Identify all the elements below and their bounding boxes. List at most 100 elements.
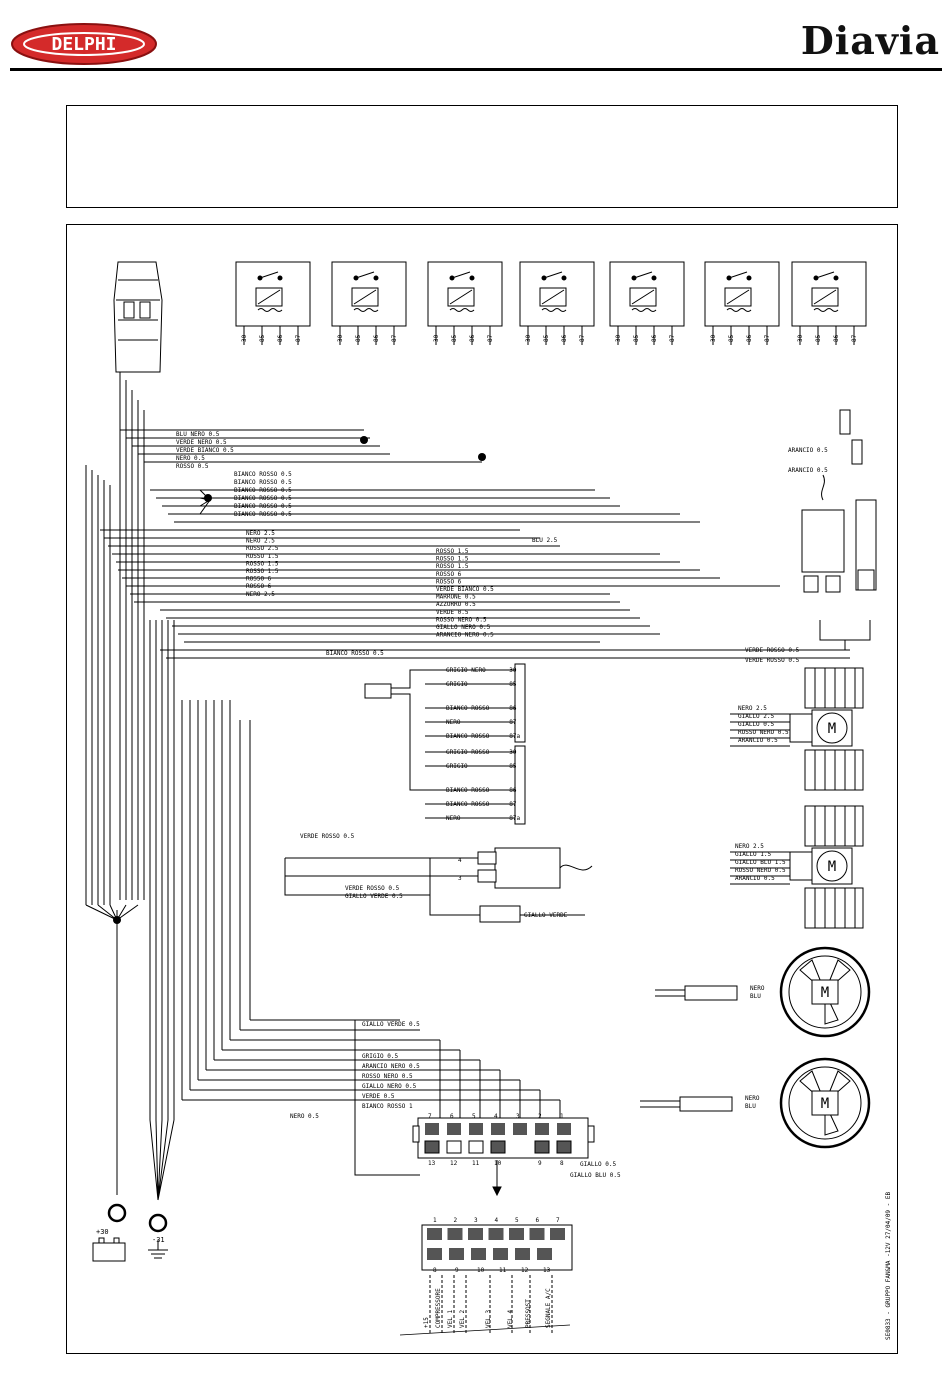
wire-label: ROSSO 1.5: [436, 556, 469, 563]
relay-pin-label: 85: [451, 334, 458, 342]
relay-pin-label: 86: [277, 334, 284, 342]
bottom-pin-number: 8: [433, 1267, 437, 1274]
relay-block-pin: - 86: [502, 705, 517, 712]
wire-label: VERDE BIANCO 0.5: [436, 586, 494, 593]
junction-dots: [113, 436, 486, 924]
blower-wire-label: ARANCIO 0.5: [735, 875, 775, 882]
blower-wire-label: GIALLO 1.5: [735, 851, 772, 858]
fan-1: [655, 946, 871, 1038]
wire-label: VERDE NERO 0.5: [176, 439, 227, 446]
connector-wire-label: BIANCO ROSSO 1: [362, 1103, 413, 1110]
connector-cavity: [535, 1123, 549, 1135]
wire-label: ROSSO 1.5: [436, 548, 469, 555]
delphi-logo: DELPHI: [11, 23, 157, 65]
bottom-signal-label: PRESSOST: [525, 1299, 532, 1328]
blower-wire-label: GIALLO 0.5: [738, 721, 775, 728]
connector-pin-number: 7: [428, 1113, 432, 1120]
bottom-signal-label: VEL 4: [507, 1310, 514, 1328]
relay-pin-label: 87: [669, 334, 676, 342]
relay-pin-label: 86: [746, 334, 753, 342]
fan-1-m: M: [821, 985, 829, 1001]
relay-pin-label: 85: [543, 334, 550, 342]
conn-out-1: GIALLO 0.5: [580, 1161, 617, 1168]
connector-pin-number: 12: [450, 1160, 458, 1167]
connector-wire-label: GIALLO VERDE 0.5: [362, 1021, 420, 1028]
wire-label: BLU NERO 0.5: [176, 431, 220, 438]
blower-wire-label: ROSSO NERO 0.5: [735, 867, 786, 874]
wire-label: ROSSO 0.5: [176, 463, 209, 470]
wire-label: NERO 0.5: [176, 455, 205, 462]
bottom-cavity: [427, 1228, 442, 1240]
relay-block-wire: GRIGIO ROSSO: [446, 749, 490, 756]
wire-label: ROSSO 1.5: [246, 560, 279, 567]
blower-wire-label: ROSSO NERO 0.5: [738, 729, 789, 736]
motor-1-m: M: [828, 721, 836, 737]
wire-label: ROSSO 1.5: [436, 563, 469, 570]
relay-pin-label: 85: [633, 334, 640, 342]
bottom-pin-number: 1: [433, 1217, 437, 1224]
bottom-cavity: [509, 1228, 524, 1240]
bottom-signal-label: COMPRESSORE: [435, 1288, 442, 1328]
battery-label: +30: [96, 1228, 109, 1236]
connector-cavity: [425, 1123, 439, 1135]
wire-label: ROSSO 1.5: [246, 553, 279, 560]
wire-label: ROSSO 1.5: [246, 568, 279, 575]
relay-pin-label: 30: [710, 334, 717, 342]
relay-pin-label: 86: [833, 334, 840, 342]
bottom-pin-number: 5: [515, 1217, 519, 1224]
connector-wire-label: GIALLO NERO 0.5: [362, 1083, 417, 1090]
connector-pin-number: 9: [538, 1160, 542, 1167]
bottom-pin-number: 7: [556, 1217, 560, 1224]
wire-label: BIANCO ROSSO 0.5: [234, 495, 292, 502]
connector-pin-number: 6: [450, 1113, 454, 1120]
delphi-logo-text: DELPHI: [51, 34, 116, 55]
relay-pin-label: 86: [561, 334, 568, 342]
bottom-cavity: [471, 1248, 486, 1260]
side-note: SE0833 - GRUPPO FAN&MA -12V 27/04/09 - E…: [885, 1192, 892, 1340]
ground-terminal: [148, 1213, 168, 1259]
wire-label: NERO 2.5: [246, 538, 275, 545]
relay-pin-label: 87: [579, 334, 586, 342]
wire-label: NERO 2.5: [246, 591, 275, 598]
relay-block-wire: GRIGIO: [446, 763, 468, 770]
relay-pin-label: 85: [815, 334, 822, 342]
wire-label: VERDE 0.5: [436, 609, 469, 616]
conn-out-2: GIALLO BLU 0.5: [570, 1172, 621, 1179]
top-label-blu: BLU 2.5: [532, 537, 558, 544]
bottom-connector: [399, 1224, 573, 1336]
blower-motor-2: [730, 805, 864, 929]
drop-lines: [149, 620, 561, 1176]
wire-label: ROSSO 6: [436, 571, 462, 578]
info-box: [66, 105, 898, 208]
relay-pin-label: 86: [651, 334, 658, 342]
relay-block-upper-frame: [425, 663, 526, 743]
connector-wire-label: ARANCIO NERO 0.5: [362, 1063, 420, 1070]
relay-pin-label: 87: [851, 334, 858, 342]
fan-2-m: M: [821, 1096, 829, 1112]
relay-block-pin: - 87a: [502, 815, 520, 822]
switch-pin-4: 4: [458, 857, 462, 864]
blower-motor-1: [730, 667, 864, 791]
relay-block-wire: NERO: [446, 815, 461, 822]
bottom-signal-label: VEL 3: [485, 1310, 492, 1328]
wire-label: ROSSO 6: [246, 583, 272, 590]
pressure-switch: [801, 409, 877, 650]
bottom-cavity: [515, 1248, 530, 1260]
bottom-pin-number: 2: [454, 1217, 458, 1224]
switch-wire-3: GIALLO VERDE 0.5: [345, 893, 403, 900]
relay-pin-label: 30: [433, 334, 440, 342]
bottom-pin-number: 13: [543, 1267, 551, 1274]
wire-label: VERDE BIANCO 0.5: [176, 447, 234, 454]
top-label-bianco: BIANCO ROSSO 0.5: [326, 650, 384, 657]
header-divider: [10, 68, 942, 71]
bottom-cavity: [468, 1228, 483, 1240]
